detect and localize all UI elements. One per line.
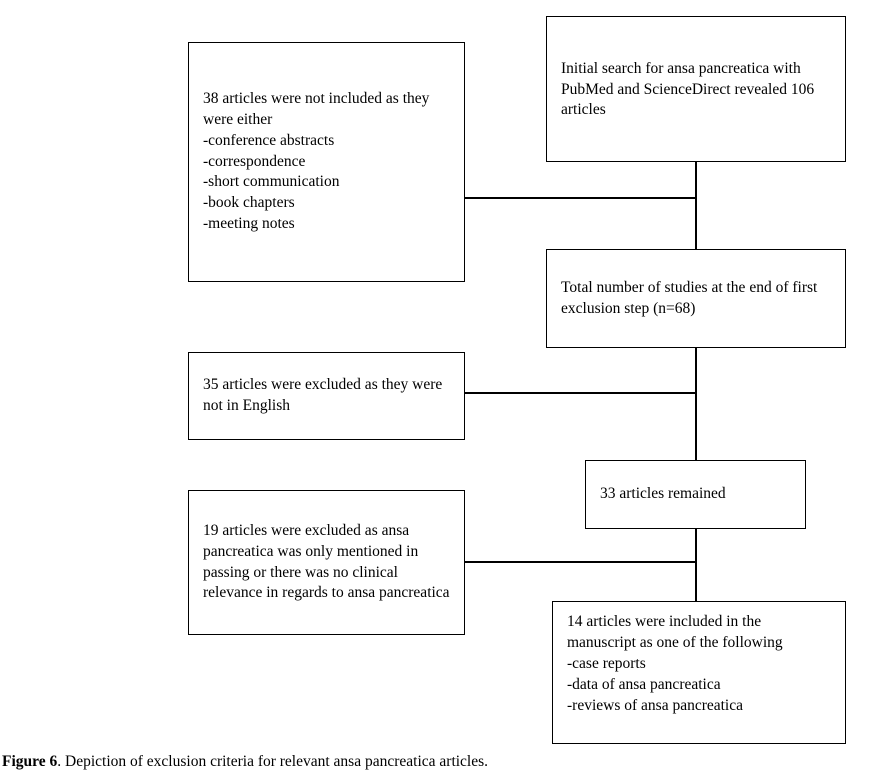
flow-box-initial-search-text: Initial search for ansa pancreatica with…	[561, 59, 815, 119]
flow-box-articles-remained-text: 33 articles remained	[600, 485, 726, 503]
flow-box-articles-remained: 33 articles remained	[585, 460, 806, 529]
flow-box-articles-included: 14 articles were included in the manuscr…	[552, 601, 846, 744]
flow-box-excluded-by-type-text: 38 articles were not included as they we…	[203, 89, 430, 233]
flow-box-total-studies: Total number of studies at the end of fi…	[546, 249, 846, 348]
flow-box-excluded-by-language-text: 35 articles were excluded as they were n…	[203, 376, 443, 414]
connector-remained-to-included	[695, 527, 697, 603]
connector-branch-excluded-by-relevance	[465, 561, 697, 563]
connector-branch-excluded-by-type	[465, 197, 697, 199]
flow-box-excluded-by-relevance: 19 articles were excluded as ansa pancre…	[188, 490, 465, 635]
connector-total-to-remained	[695, 346, 697, 462]
connector-branch-excluded-by-language	[465, 392, 697, 394]
connector-initial-to-total	[695, 160, 697, 251]
figure-caption: Figure 6. Depiction of exclusion criteri…	[2, 752, 862, 772]
flow-box-articles-included-text: 14 articles were included in the manuscr…	[567, 613, 783, 714]
flow-box-excluded-by-relevance-text: 19 articles were excluded as ansa pancre…	[203, 521, 450, 602]
flow-box-excluded-by-type: 38 articles were not included as they we…	[188, 42, 465, 282]
figure-caption-text: . Depiction of exclusion criteria for re…	[57, 753, 489, 770]
flow-box-initial-search: Initial search for ansa pancreatica with…	[546, 16, 846, 162]
figure-caption-label: Figure 6	[2, 753, 58, 770]
flow-box-total-studies-text: Total number of studies at the end of fi…	[561, 278, 818, 317]
flow-box-excluded-by-language: 35 articles were excluded as they were n…	[188, 352, 465, 440]
